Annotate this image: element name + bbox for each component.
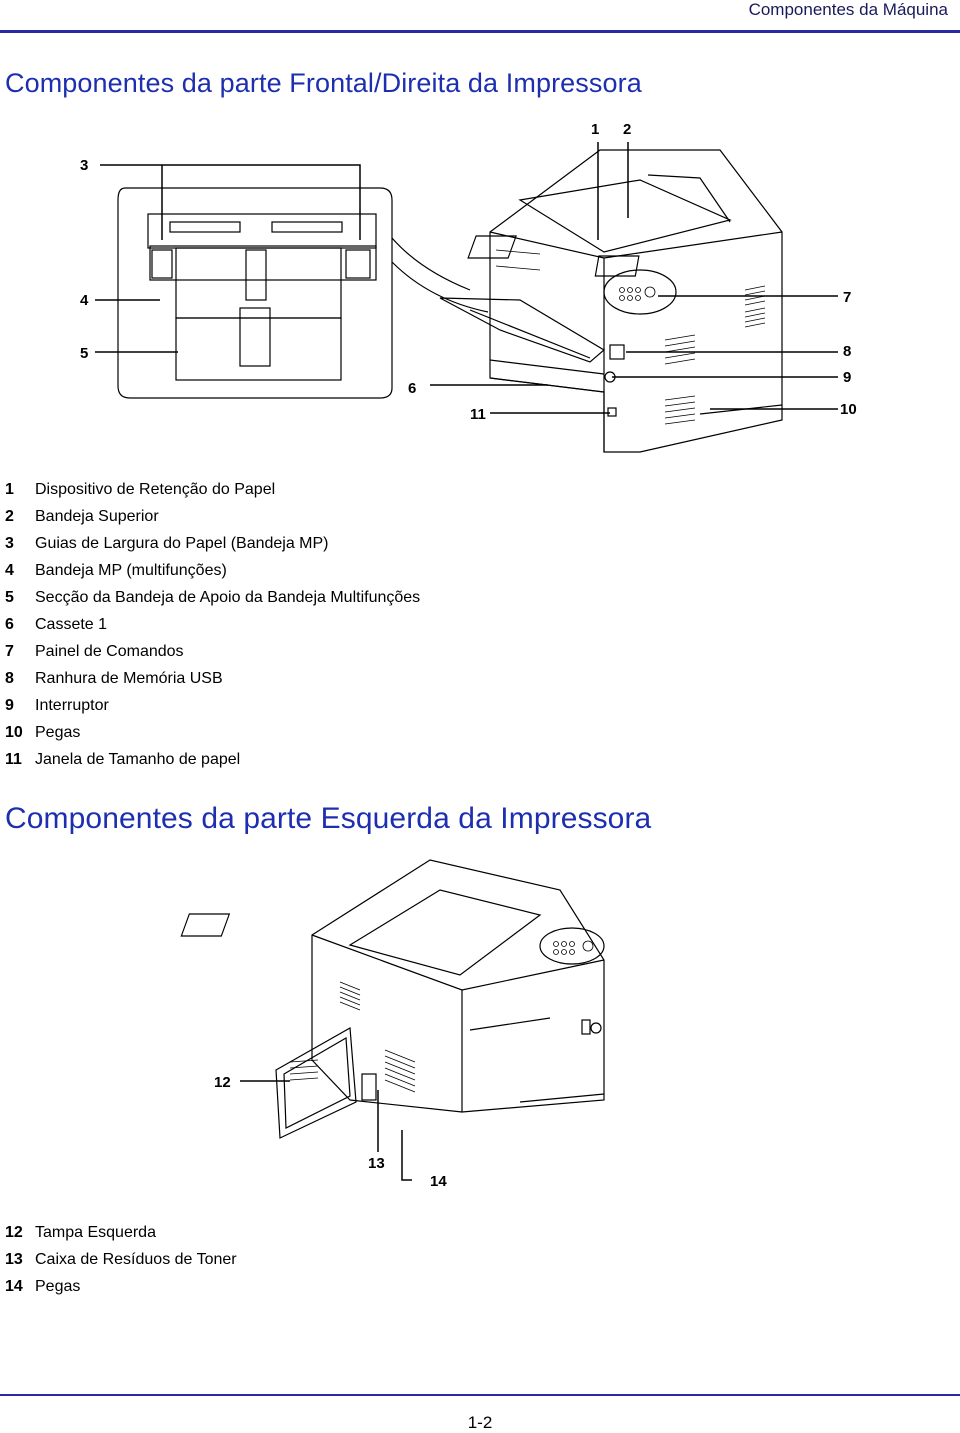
- left-cover-drawing: [275, 1027, 357, 1139]
- callout-12: 12: [214, 1074, 231, 1091]
- callout-4: 4: [80, 292, 89, 309]
- waste-toner-box-drawing: [361, 1073, 377, 1101]
- callout-9: 9: [843, 369, 851, 386]
- callout-8: 8: [843, 343, 851, 360]
- callout-5: 5: [80, 345, 88, 362]
- callout-11: 11: [470, 406, 486, 423]
- callout-2: 2: [623, 121, 631, 138]
- control-panel-left-drawing: [539, 927, 605, 965]
- callout-6: 6: [408, 380, 416, 397]
- printer-front-right-figure: 1 2 3 4 5 6 7 8 9 10 11: [80, 121, 857, 453]
- printer-body-left: [311, 859, 605, 1113]
- callout-3: 3: [80, 157, 88, 174]
- header-title: Componentes da Máquina: [748, 0, 948, 19]
- printer-left-figure: 12 13 14: [180, 859, 605, 1190]
- leader-3: [100, 164, 361, 240]
- page-number: 1-2: [467, 1413, 493, 1432]
- callout-7: 7: [843, 289, 851, 306]
- callout-13: 13: [368, 1155, 385, 1172]
- section-title-left: Componentes da parte Esquerda da Impress…: [5, 802, 652, 835]
- leader-14: [401, 1130, 412, 1181]
- section-title-front-right: Componentes da parte Frontal/Direita da …: [5, 68, 642, 98]
- mp-tray-inset-frame: [117, 187, 393, 399]
- callout-1: 1: [591, 121, 599, 138]
- callout-14: 14: [430, 1173, 447, 1190]
- header-rule: [0, 30, 960, 33]
- control-panel-drawing: [603, 269, 677, 315]
- mp-tray-drawing: [439, 297, 606, 363]
- footer-rule: [0, 1394, 960, 1396]
- callout-10: 10: [840, 401, 857, 418]
